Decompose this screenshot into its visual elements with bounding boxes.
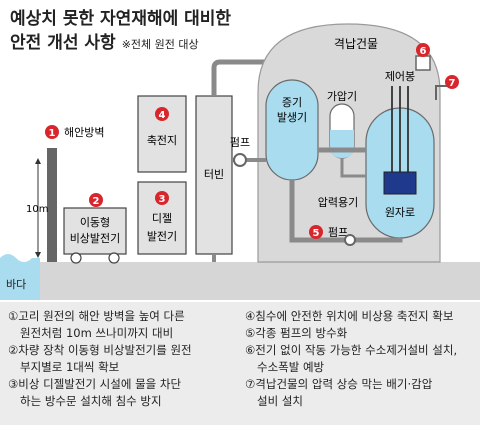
pump-icon: [344, 234, 356, 246]
plant-diagram: 바다 10m 1 해안방벽 2 이동형 비상발전기 4 축전지 3 디젤 발전기…: [0, 23, 480, 300]
notes-right: ④침수에 안전한 위치에 비상용 축전지 확보 ⑤각종 펌프의 방수화 ⑥전기 …: [245, 308, 475, 410]
reactor-label: 원자로: [385, 206, 415, 219]
note-item: 원전처럼 10m 쓰나미까지 대비: [20, 326, 174, 340]
battery-label: 축전지: [147, 134, 177, 147]
note-item: ①고리 원전의 해안 방벽을 높여 다른: [8, 309, 185, 323]
surge-line: [340, 158, 366, 178]
title-main: 안전 개선 사항: [10, 33, 116, 53]
note-item: 설비 설치: [257, 394, 303, 408]
note-item: 부지별로 1대씩 확보: [20, 360, 120, 374]
marker-7: [445, 75, 459, 89]
diesel-label-1: 디젤: [152, 212, 172, 225]
wheel-icon: [70, 252, 82, 264]
hydrogen-remover: [415, 55, 431, 71]
svg-text:3: 3: [159, 194, 166, 205]
sea-water: [0, 254, 40, 300]
cold-leg-pipe: [289, 180, 403, 243]
note-item: ④침수에 안전한 위치에 비상용 축전지 확보: [245, 309, 454, 323]
notes-left: ①고리 원전의 해안 방벽을 높여 다른 원전처럼 10m 쓰나미까지 대비 ②…: [8, 308, 233, 410]
sea-label: 바다: [6, 278, 26, 291]
marker-6: [416, 43, 430, 57]
note-item: 수소폭발 예방: [257, 360, 325, 374]
pressurizer-label: 가압기: [327, 90, 357, 103]
marker-5: [309, 225, 323, 239]
steam-gen-label-1: 증기: [282, 96, 302, 109]
note-item: 하는 방수문 설치해 침수 방지: [20, 394, 162, 408]
diesel-label-2: 발전기: [147, 230, 177, 243]
title-note: ※전체 원전 대상: [121, 38, 199, 51]
svg-text:4: 4: [159, 110, 166, 121]
containment-label: 격납건물: [334, 37, 378, 51]
pump-left-label: 펌프: [230, 136, 250, 149]
svg-text:5: 5: [313, 228, 320, 239]
steam-generator: [265, 79, 319, 181]
note-item: ③비상 디젤발전기 시설에 물을 차단: [8, 377, 182, 391]
pressure-vessel-label: 압력용기: [318, 196, 358, 209]
note-item: ⑥전기 없이 작동 가능한 수소제거설비 설치,: [245, 343, 458, 357]
marker-1: [45, 125, 59, 139]
seawall-label: 해안방벽: [64, 125, 104, 139]
reactor-core: [383, 171, 417, 195]
seawall: [47, 148, 57, 262]
turbine-label: 터빈: [204, 168, 224, 181]
note-item: ⑦격납건물의 압력 상승 막는 배기·감압: [245, 377, 433, 391]
mobile-generator: [63, 207, 127, 255]
note-item: ②차량 장착 이동형 비상발전기를 원전: [8, 343, 192, 357]
steam-gen-label-2: 발생기: [277, 111, 307, 124]
svg-text:6: 6: [420, 46, 427, 57]
title-line-1: 예상치 못한 자연재해에 대비한: [10, 9, 232, 29]
notes-panel: ①고리 원전의 해안 방벽을 높여 다른 원전처럼 10m 쓰나미까지 대비 ②…: [0, 302, 480, 425]
marker-4: [155, 107, 169, 121]
battery-building: [137, 95, 187, 173]
wheel-icon: [108, 252, 120, 264]
mobile-gen-label-1: 이동형: [80, 216, 110, 229]
pump-bottom-label: 펌프: [328, 226, 348, 239]
pump-icon: [233, 153, 247, 167]
svg-text:1: 1: [49, 128, 56, 139]
title-line-2: 안전 개선 사항 ※전체 원전 대상: [10, 28, 199, 53]
svg-text:7: 7: [449, 78, 456, 89]
note-item: ⑤각종 펌프의 방수화: [245, 326, 348, 340]
height-label: 10m: [26, 204, 48, 215]
svg-text:2: 2: [93, 196, 100, 207]
turbine-building: [195, 95, 233, 255]
control-rod-label: 제어봉: [385, 70, 415, 83]
mobile-gen-label-2: 비상발전기: [70, 232, 121, 245]
marker-3: [155, 191, 169, 205]
marker-2: [89, 193, 103, 207]
ground: [0, 262, 480, 300]
